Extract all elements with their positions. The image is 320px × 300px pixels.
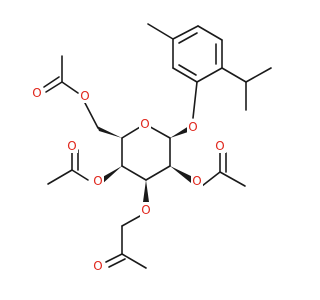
carbonyl-bond — [105, 253, 123, 263]
molecule-diagram: O O O O O O O O O O — [31, 23, 272, 273]
acetate-bond — [121, 253, 147, 269]
atom-o-c3-ester: O — [141, 203, 150, 217]
acetate-bond — [219, 171, 246, 187]
ring-bond — [145, 165, 171, 181]
atom-o-c6-ester: O — [80, 89, 89, 103]
c4-wedge — [99, 166, 122, 185]
isopropyl-group — [221, 67, 272, 111]
ring-bond — [121, 165, 147, 181]
acetate-bond — [47, 169, 73, 185]
carbonyl-bond — [45, 81, 63, 93]
atom-o-ether: O — [188, 120, 197, 134]
ring-bond — [197, 25, 223, 41]
oxygen-labels: O O O O O O O O O O — [31, 86, 226, 273]
c3-wedge — [143, 180, 149, 202]
acetate-bond — [61, 81, 79, 94]
c3-acetate — [105, 215, 147, 269]
isopropyl-bond — [221, 67, 247, 83]
carbonyl-bond — [108, 258, 126, 268]
carbonyl-bond — [43, 76, 60, 88]
atom-o-c4-carbonyl: O — [67, 139, 76, 153]
atom-o-c2-ester: O — [192, 174, 201, 188]
c2-wedge — [170, 166, 193, 183]
ring-double-bond — [178, 32, 198, 44]
ring-bond — [172, 25, 199, 40]
methyl-bond — [147, 23, 174, 40]
c6-acetate — [43, 55, 99, 129]
atom-o-c6-carbonyl: O — [32, 86, 41, 100]
atom-o-c3-carbonyl: O — [93, 259, 102, 273]
pyranose-ring — [121, 123, 171, 181]
ring-bond — [196, 67, 223, 83]
c5-wedge — [97, 126, 122, 138]
atom-o-c4-ester: O — [93, 174, 102, 188]
acetate-bond — [121, 215, 141, 227]
aryl-ether-bond — [192, 81, 198, 119]
ring-bond — [172, 67, 198, 83]
acetate-bond — [84, 102, 99, 129]
acetate-bond — [71, 169, 89, 181]
aromatic-ring — [172, 25, 223, 83]
structure-svg: O O O O O O O O O O — [31, 23, 272, 273]
atom-o-c2-carbonyl: O — [215, 139, 224, 153]
atom-o-ring: O — [140, 117, 149, 131]
acetate-bond — [201, 171, 221, 187]
isopropyl-bond — [245, 67, 272, 83]
c2-acetate — [201, 152, 246, 187]
ring-double-bond — [178, 64, 197, 76]
c4-acetate — [47, 149, 89, 185]
